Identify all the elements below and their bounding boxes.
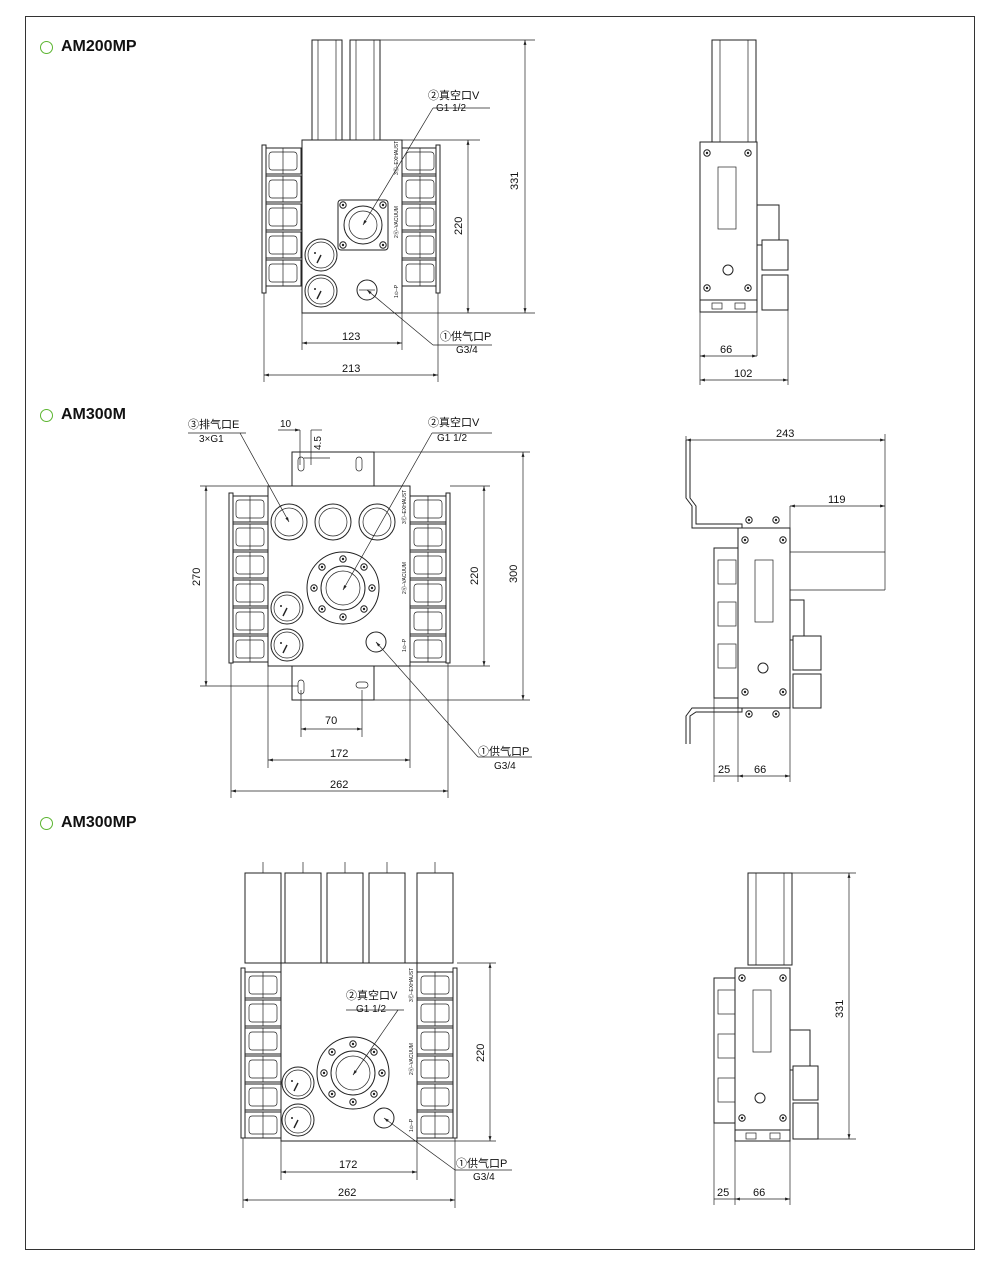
- vacuum-label: 2Ⓥ–VACUUM: [393, 206, 400, 238]
- dimension-4-5: 4.5: [313, 436, 324, 450]
- drawing-frame: [25, 16, 975, 1250]
- circle-bullet-icon: [40, 408, 53, 422]
- exhaust-port: [314, 503, 352, 541]
- exhaust-label: 3Ⓔ–EXHAUST: [401, 490, 408, 524]
- p-label: 1⊙–P: [394, 284, 400, 298]
- dimension-213: 213: [342, 363, 360, 375]
- pipe: [326, 872, 364, 964]
- dimension-70: 70: [325, 715, 337, 727]
- dimension-220: 220: [475, 1044, 487, 1062]
- dimension-66: 66: [753, 1187, 765, 1199]
- dimension-262: 262: [330, 779, 348, 791]
- pipe: [416, 872, 454, 964]
- dimension-300: 300: [508, 565, 520, 583]
- vacuum-thread-label: G1 1/2: [437, 433, 467, 444]
- section-title-text: AM300MP: [61, 814, 137, 831]
- dimension-10: 10: [280, 419, 292, 430]
- p-label: 1⊙–P: [409, 1118, 415, 1132]
- vacuum-port-label: ②真空口V: [428, 88, 480, 102]
- pipe: [349, 39, 381, 141]
- am200mp-front-view: 3Ⓔ–EXHAUST 2Ⓥ–VACUUM 1⊙–P ②真空口V G1 1/2 ①…: [261, 39, 535, 382]
- pipe: [711, 39, 757, 146]
- circle-bullet-icon: [40, 816, 53, 830]
- am300m-side-view: 243 119 25 66: [685, 428, 886, 782]
- am300m-front-view: 3Ⓔ–EXHAUST 2Ⓥ–VACUUM 1⊙–P ③排气口E 3×G1 ②真空…: [188, 415, 532, 798]
- p-label: 1⊙–P: [402, 638, 408, 652]
- exhaust-label: 3Ⓔ–EXHAUST: [393, 141, 400, 175]
- dimension-331: 331: [834, 1000, 846, 1018]
- dimension-172: 172: [330, 748, 348, 760]
- vacuum-thread-label: G1 1/2: [436, 103, 466, 114]
- section-title-text: AM300M: [61, 406, 126, 423]
- dimension-331: 331: [509, 172, 521, 190]
- supply-thread-label: G3/4: [494, 761, 516, 772]
- supply-port-label: ①供气口P: [440, 329, 491, 343]
- pipe: [311, 39, 343, 141]
- dimension-243: 243: [776, 428, 794, 440]
- pipe: [244, 872, 282, 964]
- dimension-220: 220: [469, 567, 481, 585]
- vacuum-label: 2Ⓥ–VACUUM: [408, 1043, 415, 1075]
- supply-port-label: ①供气口P: [478, 744, 529, 758]
- dimension-25: 25: [717, 1187, 729, 1199]
- circle-bullet-icon: [40, 40, 53, 54]
- exhaust-thread-label: 3×G1: [199, 434, 224, 445]
- section-title-am300mp: AM300MP: [40, 814, 137, 832]
- section-title-am200mp: AM200MP: [40, 38, 137, 56]
- vacuum-port-label: ②真空口V: [428, 415, 480, 429]
- dimension-270: 270: [191, 568, 203, 586]
- dimension-262: 262: [338, 1187, 356, 1199]
- vacuum-port-label: ②真空口V: [346, 988, 398, 1002]
- supply-thread-label: G3/4: [473, 1172, 495, 1183]
- pipe: [368, 872, 406, 964]
- vacuum-label: 2Ⓥ–VACUUM: [401, 562, 408, 594]
- supply-thread-label: G3/4: [456, 345, 478, 356]
- pipe: [747, 872, 793, 966]
- dimension-25: 25: [718, 764, 730, 776]
- section-title-am300m: AM300M: [40, 406, 126, 424]
- dimension-66: 66: [754, 764, 766, 776]
- dimension-119: 119: [828, 494, 846, 506]
- exhaust-label: 3Ⓔ–EXHAUST: [408, 968, 415, 1002]
- exhaust-port: [358, 503, 396, 541]
- am300mp-front-view: 3Ⓔ–EXHAUST 2Ⓥ–VACUUM 1⊙–P ②真空口V G1 1/2 ①…: [240, 862, 512, 1208]
- dimension-172: 172: [339, 1159, 357, 1171]
- pipe: [284, 872, 322, 964]
- dimension-220: 220: [453, 217, 465, 235]
- exhaust-port-label: ③排气口E: [188, 417, 239, 431]
- vacuum-thread-label: G1 1/2: [356, 1004, 386, 1015]
- am300mp-side-view: 331 25 66: [713, 872, 856, 1205]
- dimension-123: 123: [342, 331, 360, 343]
- section-title-text: AM200MP: [61, 38, 137, 55]
- am200mp-side-view: 66 102: [699, 39, 789, 385]
- supply-port-label: ①供气口P: [456, 1156, 507, 1170]
- dimension-102: 102: [734, 368, 752, 380]
- dimension-66: 66: [720, 344, 732, 356]
